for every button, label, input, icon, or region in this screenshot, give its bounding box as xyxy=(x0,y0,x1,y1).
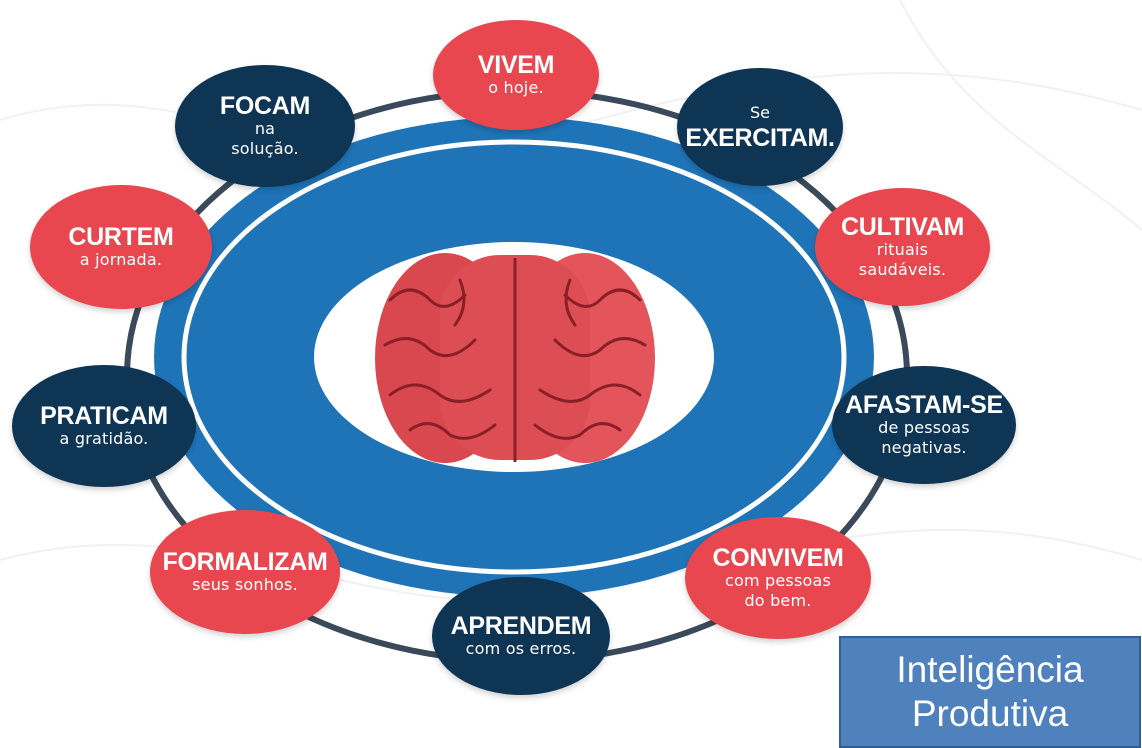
brain-icon xyxy=(375,253,655,463)
title-label-line-2: Produtiva xyxy=(911,693,1069,734)
bubble-praticam: PRATICAM a gratidão. xyxy=(12,365,196,487)
bubble-cultivam: CULTIVAM rituais saudáveis. xyxy=(815,188,990,306)
bubble-focam-sub-2: solução. xyxy=(231,139,299,158)
title-label-box: Inteligência Produtiva xyxy=(839,636,1141,748)
bubble-convivem: CONVIVEM com pessoas do bem. xyxy=(685,517,871,639)
bubble-aprendem-sub-1: com os erros. xyxy=(465,639,577,658)
bubble-exercitam-pre: Se xyxy=(750,103,770,122)
bubble-afastam-se-head: AFASTAM-SE xyxy=(845,391,1003,419)
bubble-vivem-head: VIVEM xyxy=(477,51,555,79)
bubble-afastam-se: AFASTAM-SE de pessoas negativas. xyxy=(832,366,1016,484)
bubble-exercitam: Se EXERCITAM. xyxy=(677,68,843,186)
bubble-cultivam-sub-2: saudáveis. xyxy=(858,260,947,279)
bubble-praticam-sub-1: a gratidão. xyxy=(59,429,149,448)
bubble-curtem-sub-1: a jornada. xyxy=(79,250,163,269)
bubble-cultivam-head: CULTIVAM xyxy=(840,213,965,241)
bubble-convivem-head: CONVIVEM xyxy=(712,544,844,572)
bubble-afastam-se-sub-1: de pessoas xyxy=(878,418,970,437)
bubble-focam-head: FOCAM xyxy=(219,92,311,120)
bubble-convivem-sub-2: do bem. xyxy=(744,591,812,610)
bubble-formalizam-sub-1: seus sonhos. xyxy=(192,575,298,594)
bubble-aprendem-head: APRENDEM xyxy=(450,612,592,640)
white-ring-line xyxy=(181,139,847,575)
bubble-afastam-se-sub-2: negativas. xyxy=(881,438,967,457)
title-label-line-1: Inteligência xyxy=(896,649,1084,690)
bubble-vivem-sub-1: o hoje. xyxy=(488,78,544,97)
bubble-formalizam-head: FORMALIZAM xyxy=(162,548,328,576)
bubble-curtem-head: CURTEM xyxy=(68,223,174,251)
bubble-formalizam: FORMALIZAM seus sonhos. xyxy=(150,510,340,634)
bubble-focam-sub-1: na xyxy=(254,119,276,138)
bubble-convivem-sub-1: com pessoas xyxy=(724,571,832,590)
bubble-vivem: VIVEM o hoje. xyxy=(433,20,599,130)
bubble-exercitam-head: EXERCITAM. xyxy=(685,124,835,152)
bubble-cultivam-sub-1: rituais xyxy=(876,240,929,259)
bubble-curtem: CURTEM a jornada. xyxy=(30,185,212,309)
bubble-focam: FOCAM na solução. xyxy=(175,65,355,187)
bubble-aprendem: APRENDEM com os erros. xyxy=(432,577,610,695)
bubble-praticam-head: PRATICAM xyxy=(40,402,168,430)
